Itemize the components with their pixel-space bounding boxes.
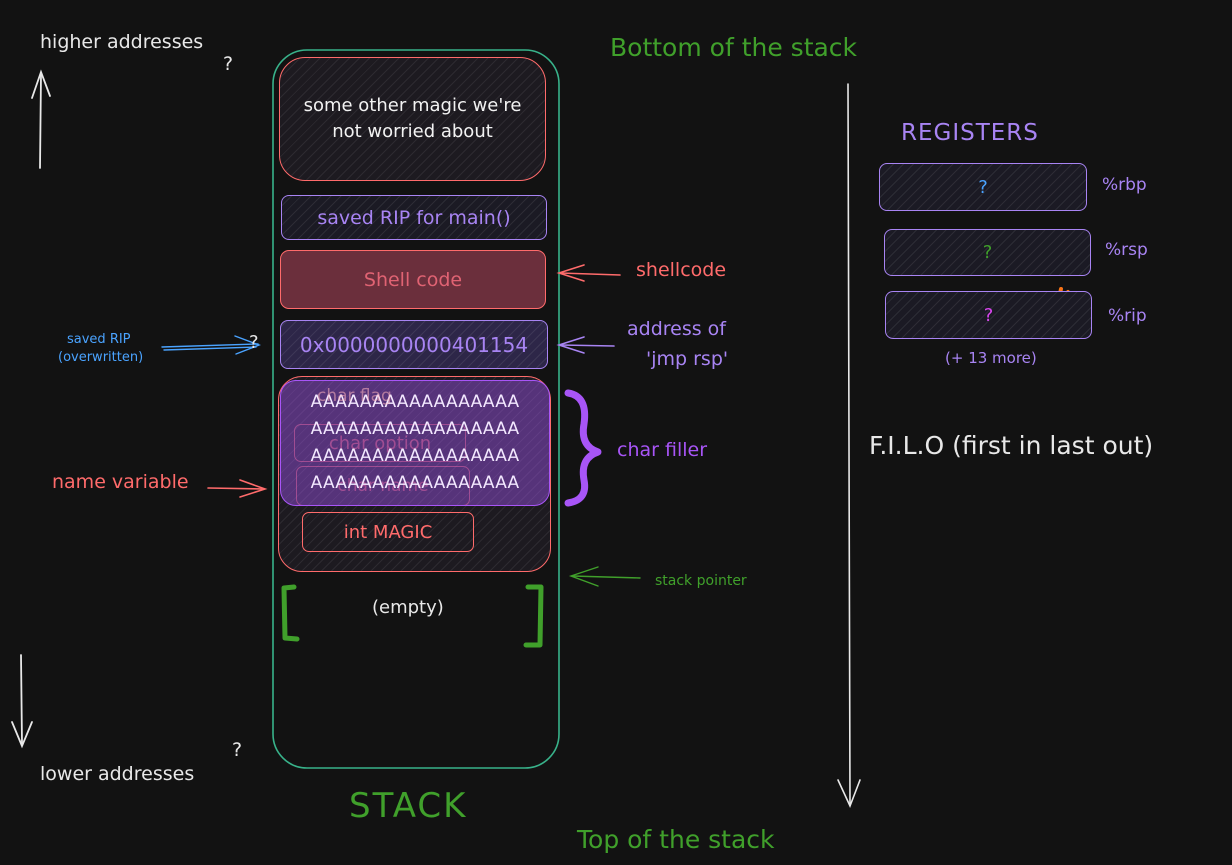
filler-row: AAAAAAAAAAAAAAAAA xyxy=(310,446,520,466)
char-option-ghost-text: char option xyxy=(328,432,432,454)
top-of-stack-label: Top of the stack xyxy=(577,825,775,854)
register-rbp-value: ? xyxy=(978,176,988,198)
register-rip-box: ? xyxy=(885,291,1092,339)
address-text: 0x0000000000401154 xyxy=(299,332,529,357)
filler-row: AAAAAAAAAAAAAAAAA xyxy=(310,473,520,493)
filo-label: F.I.L.O (first in last out) xyxy=(869,431,1154,460)
left-arrow-icon xyxy=(556,336,615,354)
saved-rip-unknown-marker: ? xyxy=(249,332,259,353)
registers-title: REGISTERS xyxy=(901,120,1039,146)
filler-row: AAAAAAAAAAAAAAAAA xyxy=(310,419,520,439)
main-frame-block xyxy=(278,376,551,572)
saved-rip-main-block: saved RIP for main() xyxy=(281,195,547,240)
arrow-down-icon xyxy=(11,654,33,749)
int-magic-text: int MAGIC xyxy=(343,521,433,543)
char-flag-ghost-text: char flag xyxy=(317,386,392,406)
more-registers-label: (+ 13 more) xyxy=(945,349,1037,367)
arrow-up-icon xyxy=(31,69,51,169)
stack-outline xyxy=(272,49,560,769)
register-rsp-value: ? xyxy=(982,242,993,263)
overwritten-label: (overwritten) xyxy=(58,350,144,365)
register-rbp-name: %rbp xyxy=(1102,175,1147,195)
curly-brace-icon xyxy=(564,389,602,507)
left-arrow-icon xyxy=(556,264,621,282)
char-option-ghost: char option xyxy=(294,424,466,462)
stack-title: STACK xyxy=(349,786,468,826)
empty-slot-label: (empty) xyxy=(372,597,444,618)
register-rbp-box: ? xyxy=(879,163,1087,211)
filler-row: AAAAAAAAAAAAAAAAA xyxy=(310,392,520,412)
name-variable-label: name variable xyxy=(52,471,189,493)
shell-code-block: Shell code xyxy=(280,250,546,309)
char-name-ghost-text: char name xyxy=(337,476,429,496)
bracket-icon xyxy=(523,584,544,648)
address-of-label: address of xyxy=(627,318,726,340)
right-arrow-icon xyxy=(207,479,268,498)
shell-code-text: Shell code xyxy=(363,268,463,291)
other-magic-block: some other magic we're not worried about xyxy=(279,57,546,181)
register-rsp-box: ? xyxy=(884,229,1091,276)
register-rip-name: %rip xyxy=(1108,306,1147,326)
higher-addresses-label: higher addresses xyxy=(40,31,204,53)
left-arrow-icon xyxy=(568,566,641,587)
shellcode-label: shellcode xyxy=(636,259,727,281)
char-filler-label: char filler xyxy=(617,439,708,461)
bracket-icon xyxy=(281,584,300,642)
register-rip-value: ? xyxy=(983,304,994,326)
stack-pointer-label: stack pointer xyxy=(655,573,747,589)
int-magic-block: int MAGIC xyxy=(302,512,474,552)
unknown-marker: ? xyxy=(223,53,234,75)
saved-rip-main-text: saved RIP for main() xyxy=(317,206,511,229)
bottom-of-stack-label: Bottom of the stack xyxy=(610,33,858,62)
lower-addresses-label: lower addresses xyxy=(40,763,195,785)
unknown-marker: ? xyxy=(232,739,243,761)
char-filler-block: char flag AAAAAAAAAAAAAAAAA AAAAAAAAAAAA… xyxy=(280,380,550,506)
address-block: 0x0000000000401154 xyxy=(280,320,548,369)
saved-rip-label: saved RIP xyxy=(67,332,131,347)
right-arrow-icon xyxy=(161,335,261,355)
long-arrow-down-icon xyxy=(837,83,861,809)
jmp-rsp-label: 'jmp rsp' xyxy=(646,348,729,370)
other-magic-text: some other magic we're not worried about xyxy=(303,94,522,142)
register-rsp-name: %rsp xyxy=(1105,240,1148,260)
